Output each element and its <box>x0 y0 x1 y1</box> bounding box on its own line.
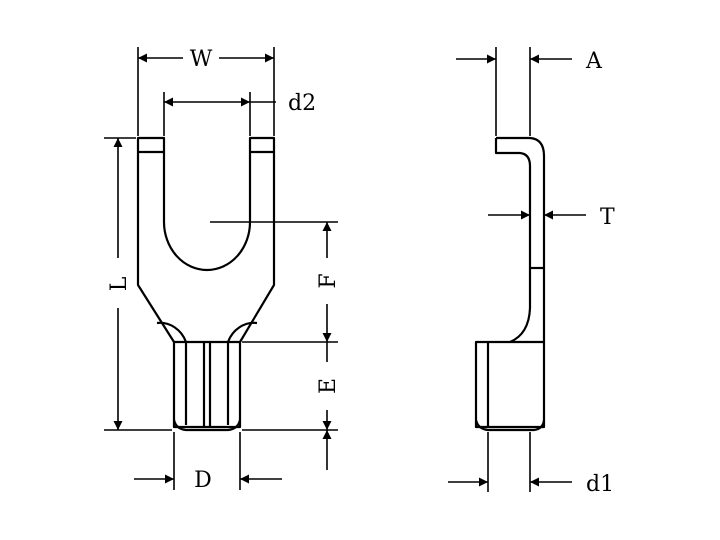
dimension-e: E <box>242 342 341 470</box>
dimension-l: L <box>104 137 172 431</box>
label-d2: d2 <box>288 91 316 116</box>
dimension-d: D <box>134 432 282 493</box>
side-inner-contour <box>494 138 532 344</box>
front-view <box>136 136 276 432</box>
barrel-bottom <box>172 419 242 432</box>
dimension-w: W <box>137 47 275 136</box>
label-f: F <box>316 273 341 288</box>
label-d1: d1 <box>586 472 614 497</box>
label-a: A <box>585 49 603 74</box>
dimension-t: T <box>488 205 615 230</box>
right-neck-fillet <box>226 321 258 343</box>
label-e: E <box>316 378 341 394</box>
label-d: D <box>194 468 212 493</box>
dimension-f: F <box>210 221 341 343</box>
dimension-d2: d2 <box>163 91 316 136</box>
side-view <box>474 136 546 432</box>
side-barrel-bottom <box>474 419 546 432</box>
label-t: T <box>600 205 615 230</box>
side-outline <box>474 136 546 429</box>
left-neck-fillet <box>156 321 188 343</box>
label-w: W <box>190 47 213 72</box>
dimension-a: A <box>456 47 603 136</box>
label-l: L <box>107 276 132 291</box>
dimension-d1: d1 <box>448 432 614 497</box>
fork-outline <box>136 136 276 429</box>
